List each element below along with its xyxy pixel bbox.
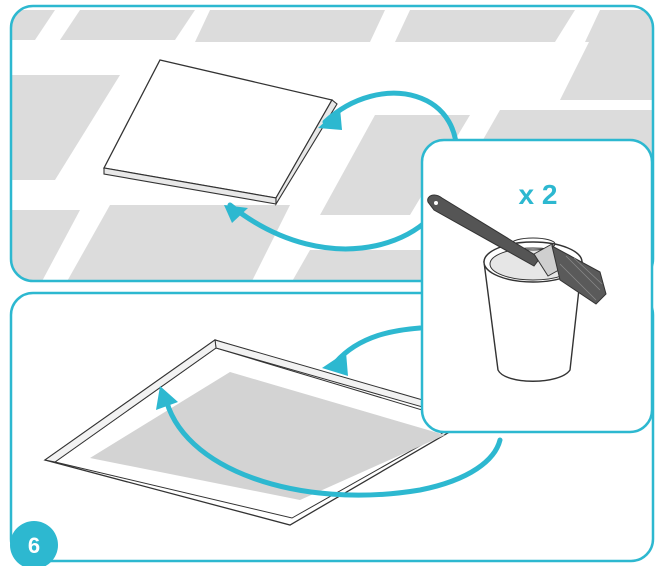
- paint-brush-icon: [427, 194, 607, 305]
- ceiling-frame: [43, 339, 472, 526]
- painted-surface: [90, 372, 445, 500]
- paint-callout: x 2: [420, 138, 654, 434]
- step-number: 6: [28, 533, 40, 558]
- rotate-arrow-icon: [156, 325, 503, 498]
- step-badge: 6: [10, 521, 58, 566]
- multiplier-label: x 2: [519, 179, 558, 210]
- ceiling-tile: [103, 59, 338, 206]
